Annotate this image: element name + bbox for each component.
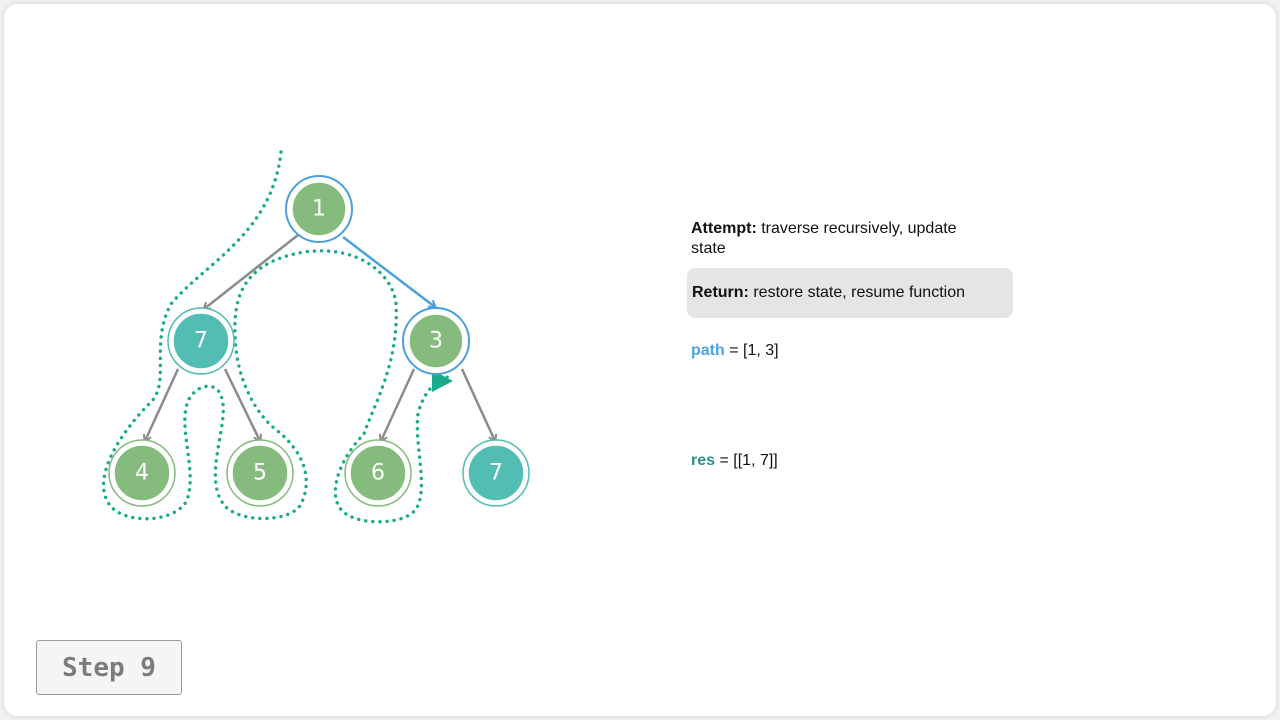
tree-node-right-left: 6 [344,439,412,507]
legend-attempt-text: traverse recursively, update state [691,220,957,257]
tree-node-left: 7 [167,307,235,375]
tree-node-right: 3 [402,307,470,375]
edge-right-rightleft [381,368,416,441]
slide-frame: 1 7 3 4 5 6 [3,3,1277,717]
traversal-path [101,150,450,524]
edge-left-leftleft [145,368,180,441]
tree-node-root: 1 [285,175,353,243]
res-variable-value: = [[1, 7]] [719,452,778,469]
tree-node-label: 5 [253,461,267,486]
edge-root-right [342,236,435,307]
tree-node-left-left: 4 [108,439,176,507]
tree-node-label: 1 [312,197,326,222]
path-variable-name: path [691,342,725,359]
res-variable-name: res [691,452,716,469]
edge-right-rightright [460,368,495,441]
legend-return-highlight [687,268,1013,318]
legend-attempt-title: Attempt: [691,220,757,237]
tree-node-label: 7 [489,461,503,486]
legend-return-title: Return: [692,284,749,301]
tree-node-label: 3 [429,329,443,354]
edge-left-leftright [223,368,260,441]
legend-attempt: Attempt: traverse recursively, update st… [691,219,981,259]
tree-node-label: 4 [135,461,149,486]
path-variable-value: = [1, 3] [729,342,779,359]
tree-node-label: 7 [194,329,208,354]
legend-return-text: restore state, resume function [753,284,965,301]
res-variable: res = [[1, 7]] [691,452,778,470]
path-variable: path = [1, 3] [691,342,779,360]
edge-root-left [204,234,299,309]
binary-tree-diagram: 1 7 3 4 5 6 [101,150,530,524]
step-indicator: Step 9 [36,640,182,695]
tree-node-label: 6 [371,461,385,486]
tree-node-left-right: 5 [226,439,294,507]
tree-node-right-right: 7 [462,439,530,507]
traversal-direction-arrow [432,370,453,392]
legend-return: Return: restore state, resume function [692,283,1012,303]
